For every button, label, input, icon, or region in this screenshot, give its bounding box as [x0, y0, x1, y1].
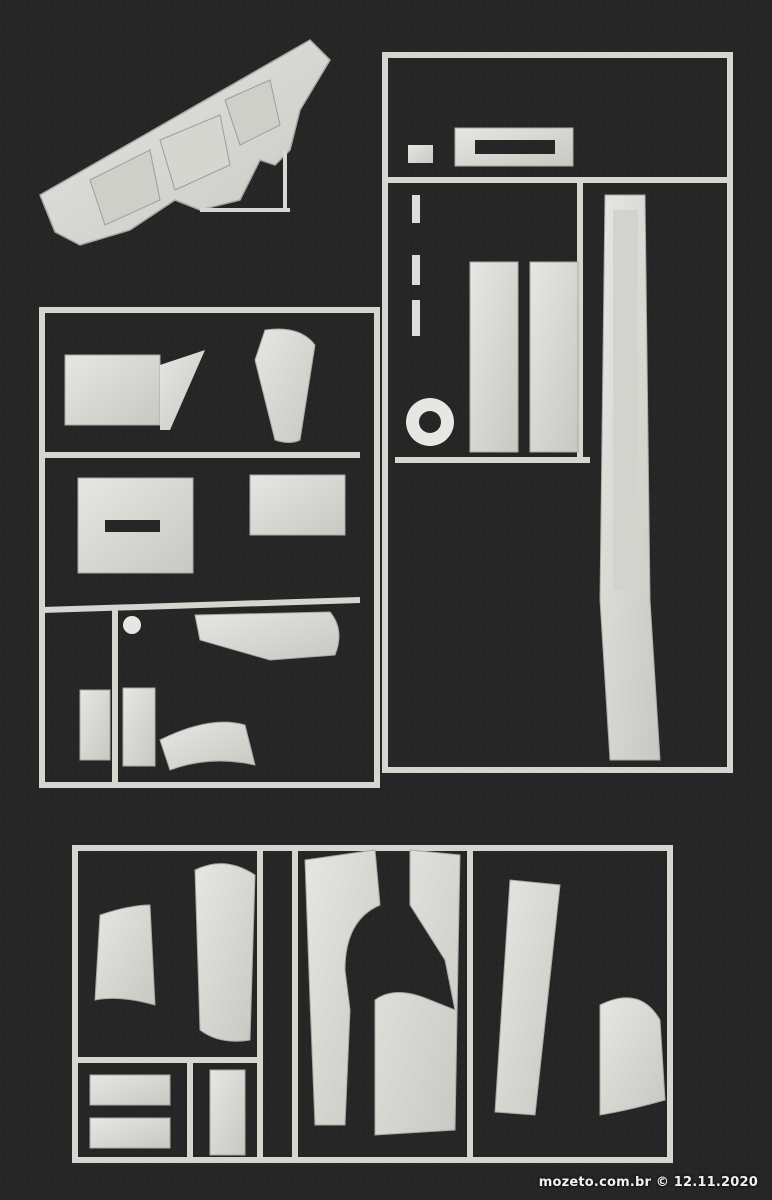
- sprue-middle-left-parts: [64, 328, 346, 771]
- sprue-bottom-parts: [89, 849, 666, 1156]
- watermark-text: mozeto.com.br © 12.11.2020: [538, 1175, 758, 1190]
- sprue-frame-top-right: [382, 52, 733, 773]
- sprue-frame-middle-left: [39, 307, 380, 788]
- sprue-top-right-parts: [406, 127, 661, 761]
- loose-part-top-left: [39, 39, 331, 246]
- sprue-frame-bottom: [72, 845, 673, 1163]
